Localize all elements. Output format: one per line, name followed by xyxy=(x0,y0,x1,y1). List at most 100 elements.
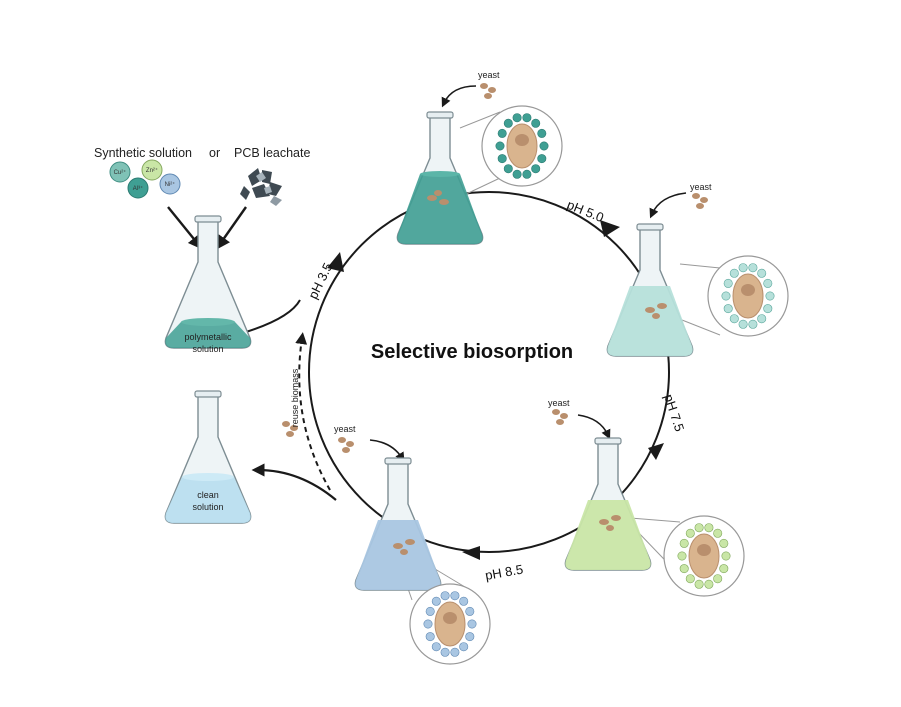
zoom-line xyxy=(459,111,501,129)
ion-bead xyxy=(723,278,733,288)
ion-bead xyxy=(677,551,687,561)
ion-bead xyxy=(729,314,739,324)
ion-bead xyxy=(459,596,469,606)
ion-bead xyxy=(713,574,723,584)
ion-bead xyxy=(465,606,475,616)
zoom-circle-3 xyxy=(663,515,745,597)
ion-cu: Cu²⁺ xyxy=(114,169,127,176)
pcb-leachate-icon xyxy=(240,168,282,206)
ion-bead xyxy=(531,164,541,174)
ring-arrow-4 xyxy=(462,546,480,560)
ion-zn: Zn²⁺ xyxy=(146,167,158,174)
ion-ni: Ni²⁺ xyxy=(165,181,176,188)
flask-polymetallic xyxy=(164,215,252,349)
ion-bead xyxy=(748,263,758,273)
ion-bead xyxy=(729,268,739,278)
input-arrow-synthetic xyxy=(167,206,203,250)
flask-clean xyxy=(164,390,252,524)
ion-bead xyxy=(694,579,704,589)
ion-bead xyxy=(522,169,532,179)
polymetallic-label-1: polymetallic xyxy=(184,332,232,342)
ion-bead xyxy=(765,291,775,301)
ion-bead xyxy=(431,642,441,652)
ion-bead xyxy=(467,619,477,629)
polymetallic-label-2: solution xyxy=(192,344,223,354)
ion-bead xyxy=(757,268,767,278)
ion-bead xyxy=(721,291,731,301)
ring-arrow-3 xyxy=(648,443,664,460)
ion-bead xyxy=(503,118,513,128)
reuse-arrow xyxy=(295,332,331,491)
zoom-line xyxy=(629,517,681,523)
ion-bead xyxy=(465,632,475,642)
ion-bead xyxy=(537,154,547,164)
ion-bead xyxy=(539,141,549,151)
ion-bead xyxy=(512,169,522,179)
yeast-label-2: yeast xyxy=(690,182,712,192)
ion-bead xyxy=(719,564,729,574)
diagram-title: Selective biosorption xyxy=(371,341,573,363)
ion-bead xyxy=(679,538,689,548)
ion-bead xyxy=(738,319,748,329)
yeast-label-3: yeast xyxy=(548,398,570,408)
zoom-circle-4 xyxy=(409,583,491,665)
ph-label-8-5: pH 8.5 xyxy=(484,562,524,583)
ion-bead xyxy=(748,319,758,329)
ion-al: Al³⁺ xyxy=(133,185,144,192)
ion-bead xyxy=(503,164,513,174)
yeast-in-flasks xyxy=(393,190,667,555)
ion-bead xyxy=(440,591,450,601)
ring-arrow-1 xyxy=(327,252,344,272)
yeast-arrow-3 xyxy=(577,414,611,440)
ion-bead xyxy=(431,596,441,606)
ion-bead xyxy=(685,574,695,584)
synthetic-solution-label: Synthetic solution xyxy=(94,146,192,160)
yeast-label-4: yeast xyxy=(334,424,356,434)
pcb-leachate-label: PCB leachate xyxy=(234,146,310,160)
input-arrow-pcb xyxy=(215,206,247,250)
ion-bead xyxy=(704,579,714,589)
ion-bead xyxy=(685,528,695,538)
ion-bead xyxy=(738,263,748,273)
ion-bead xyxy=(704,523,714,533)
clean-label-1: clean xyxy=(197,490,219,500)
ion-bead xyxy=(425,606,435,616)
ion-bead xyxy=(723,304,733,314)
ion-bead xyxy=(721,551,731,561)
yeast-groups xyxy=(282,83,708,453)
zoom-circle-2 xyxy=(707,255,789,337)
ion-bead xyxy=(440,647,450,657)
ion-bead xyxy=(537,128,547,138)
reuse-biomass-label: reuse biomass xyxy=(290,368,300,427)
zoom-line xyxy=(681,319,721,336)
zoom-circle-1 xyxy=(481,105,563,187)
ion-bead xyxy=(694,523,704,533)
flask-ph35 xyxy=(354,457,442,591)
ion-bead xyxy=(459,642,469,652)
ion-bead xyxy=(763,278,773,288)
ion-bead xyxy=(719,538,729,548)
yeast-arrow-2 xyxy=(649,192,687,219)
ion-bead xyxy=(512,113,522,123)
ion-bead xyxy=(495,141,505,151)
ion-bubbles: Cu²⁺ Zn²⁺ Al³⁺ Ni²⁺ xyxy=(109,159,181,199)
ion-bead xyxy=(522,113,532,123)
ion-bead xyxy=(423,619,433,629)
cycle-ring xyxy=(308,191,670,553)
clean-label-2: solution xyxy=(192,502,223,512)
ion-bead xyxy=(425,632,435,642)
ion-bead xyxy=(497,128,507,138)
inflow-line xyxy=(245,299,301,333)
ring-arrow-2 xyxy=(600,220,620,237)
ion-bead xyxy=(450,647,460,657)
zoom-line xyxy=(461,177,501,197)
flask-ph85 xyxy=(564,437,652,571)
zoom-line xyxy=(679,263,721,269)
outflow-arrow xyxy=(251,463,337,501)
ion-bead xyxy=(497,154,507,164)
ion-bead xyxy=(763,304,773,314)
yeast-arrow-4 xyxy=(369,439,405,463)
ion-bead xyxy=(531,118,541,128)
